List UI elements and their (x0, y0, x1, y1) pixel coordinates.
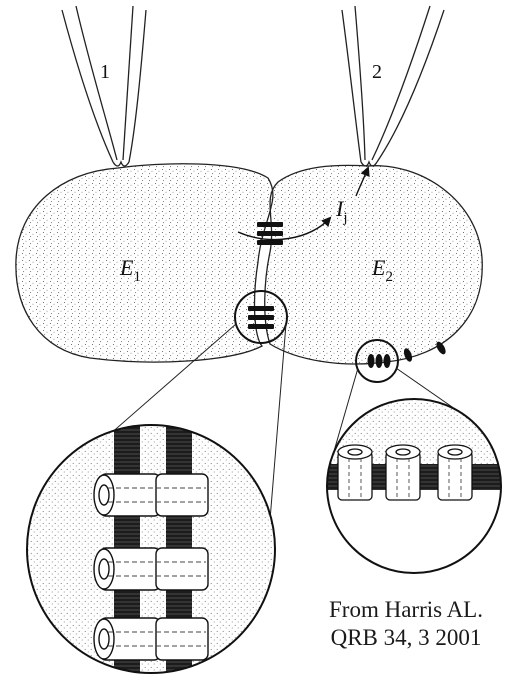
citation-line-2: QRB 34, 3 2001 (306, 624, 506, 652)
pipette-1-label: 1 (100, 61, 110, 83)
pipette-2 (342, 6, 444, 166)
pipette-2-label: 2 (372, 61, 382, 83)
cell-e1 (16, 164, 273, 362)
gap-junction-upper (257, 222, 283, 245)
citation: From Harris AL. QRB 34, 3 2001 (306, 596, 506, 652)
pipette-1 (62, 6, 146, 166)
magnified-gap-junction (20, 420, 282, 680)
magnified-hemichannels (326, 399, 506, 573)
citation-line-1: From Harris AL. (306, 596, 506, 624)
gap-junction-lower (248, 306, 274, 329)
